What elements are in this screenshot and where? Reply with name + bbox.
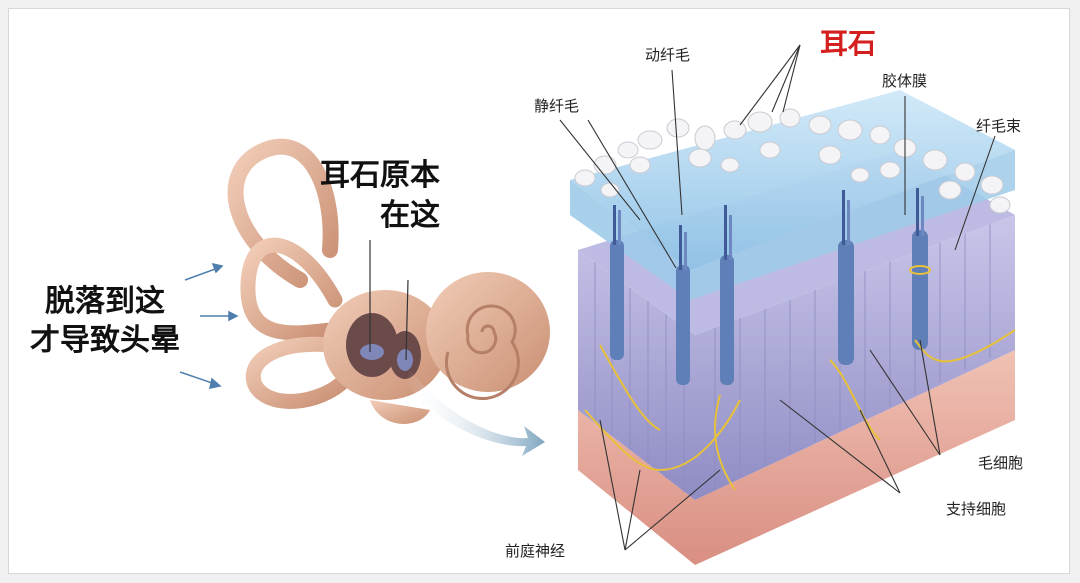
hair-cell-label: 毛细胞 <box>978 454 1024 472</box>
fall-caption-line2: 才导致头晕 <box>30 323 180 358</box>
otolithic-membrane-label: 胶体膜 <box>882 72 928 90</box>
zoom-arrow <box>405 370 545 456</box>
stereocilia-label: 静纤毛 <box>534 97 580 115</box>
origin-caption-line1: 耳石原本 <box>320 158 440 193</box>
supporting-cell-label: 支持细胞 <box>946 500 1007 518</box>
otolith-label: 耳石 <box>820 27 877 60</box>
fall-arrows <box>179 262 239 389</box>
macula-cross-section <box>570 90 1016 565</box>
fall-caption-line1: 脱落到这 <box>45 284 165 319</box>
hair-bundle-label: 纤毛束 <box>976 117 1022 135</box>
origin-pointer-2 <box>405 279 409 361</box>
origin-caption-line2: 在这 <box>380 198 440 233</box>
vestibular-nerve-label: 前庭神经 <box>505 542 566 560</box>
leader-lines <box>559 44 996 551</box>
kinocilium-label: 动纤毛 <box>645 46 691 64</box>
inner-ear-illustration <box>227 138 550 424</box>
